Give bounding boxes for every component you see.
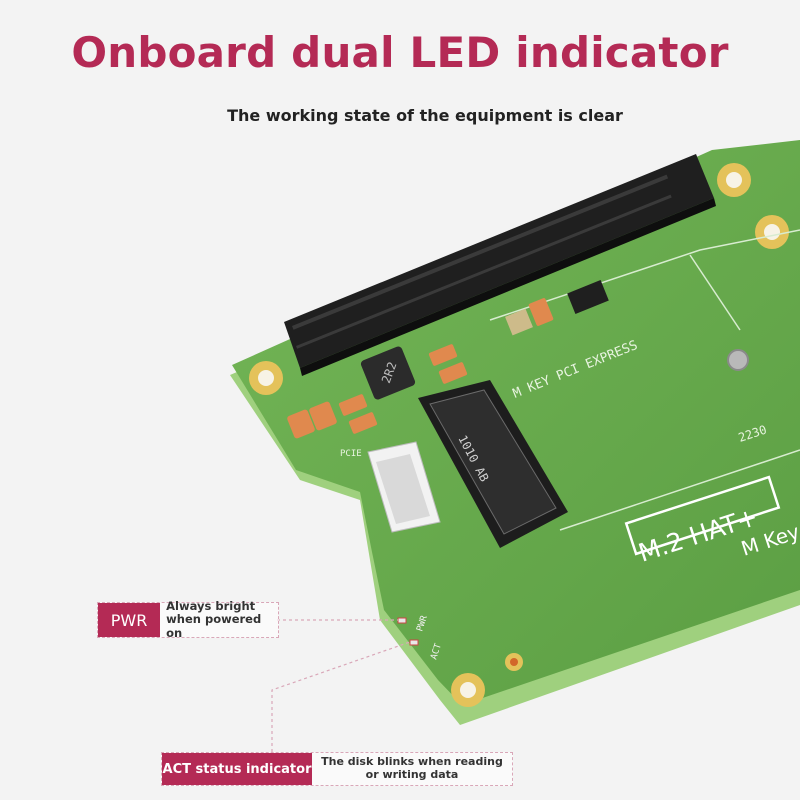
capacitors bbox=[287, 298, 554, 439]
pwr-led bbox=[397, 617, 407, 624]
page-title: Onboard dual LED indicator bbox=[71, 28, 729, 77]
pcie-fpc-connector: PCIE bbox=[340, 441, 441, 533]
m2-connector: 1010 AB bbox=[418, 380, 568, 548]
silkscreen-pcie: PCIE bbox=[340, 449, 362, 459]
small-ics bbox=[505, 280, 609, 336]
led-label-act: ACT bbox=[429, 642, 444, 661]
pwr-callout-line2: when powered on bbox=[166, 612, 262, 640]
act-callout-line2: or writing data bbox=[365, 768, 459, 781]
m2-slot-area bbox=[489, 229, 800, 531]
standoff-nut bbox=[727, 349, 749, 371]
act-callout-desc: The disk blinks when reading or writing … bbox=[312, 753, 512, 785]
inductor: 2R2 bbox=[360, 346, 416, 400]
mounting-holes bbox=[249, 163, 789, 707]
silkscreen-inductor: 2R2 bbox=[379, 360, 400, 385]
pwr-callout-line1: Always bright bbox=[166, 599, 256, 614]
status-leds: PWR ACT bbox=[397, 614, 444, 661]
leader-lines bbox=[271, 619, 411, 752]
pcb-board bbox=[232, 140, 800, 705]
gpio-header bbox=[284, 154, 716, 376]
pwr-callout-tag: PWR bbox=[98, 603, 161, 637]
page-subtitle: The working state of the equipment is cl… bbox=[227, 106, 623, 125]
act-callout-line1: The disk blinks when reading bbox=[321, 755, 503, 769]
act-callout: ACT status indicator The disk blinks whe… bbox=[161, 752, 513, 786]
pwr-callout-desc: Always bright when powered on bbox=[160, 599, 278, 640]
act-callout-tag: ACT status indicator bbox=[162, 753, 312, 785]
led-label-pwr: PWR bbox=[415, 614, 430, 633]
pwr-callout: PWR Always bright when powered on bbox=[97, 599, 279, 640]
act-led bbox=[409, 639, 419, 646]
